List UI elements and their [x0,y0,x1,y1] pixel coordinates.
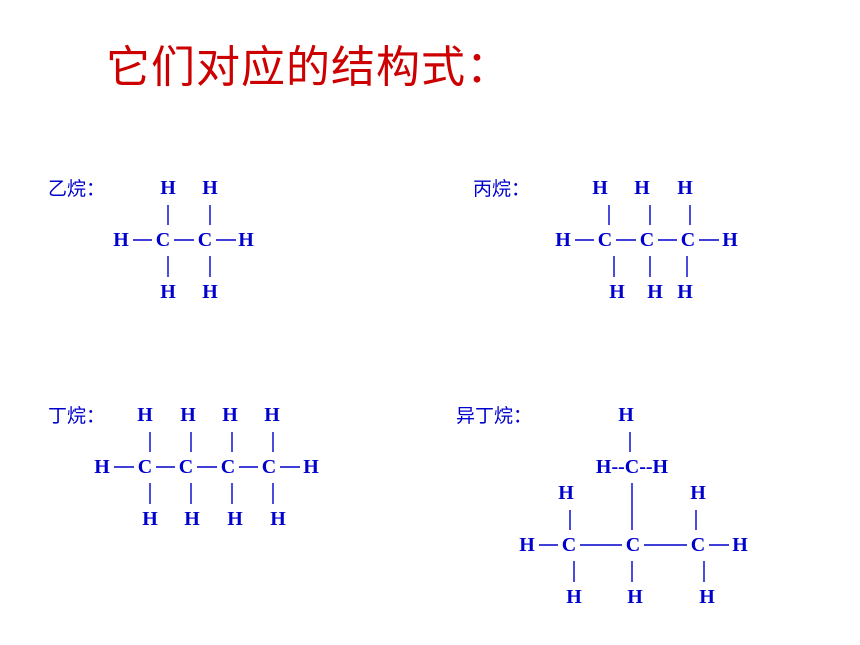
atom-hydrogen: H [94,456,110,478]
atom-hydrogen: H [566,586,582,608]
atom-hydrogen: H [184,508,200,530]
ethane-label: 乙烷： [48,178,106,200]
atom-carbon: C [691,534,705,556]
propane-label: 丙烷： [473,178,531,200]
atom-hydrogen: H [222,404,238,426]
atom-hydrogen: H [732,534,748,556]
atom-hydrogen: H [618,404,634,426]
atom-hydrogen: H [142,508,158,530]
atom-hydrogen: H [677,177,693,199]
atom-hydrogen: H [202,177,218,199]
atom-hydrogen: H [722,229,738,251]
atom-carbon: C [198,229,212,251]
atom-hydrogen: H [303,456,319,478]
atom-hydrogen: H [270,508,286,530]
atom-hydrogen: H [690,482,706,504]
atom-group: H--C--H [596,456,669,478]
atom-hydrogen: H [592,177,608,199]
butane-label: 丁烷： [48,405,106,427]
atom-hydrogen: H [647,281,663,303]
page-title: 它们对应的结构式： [106,42,511,93]
atom-carbon: C [262,456,276,478]
atom-carbon: C [681,229,695,251]
isobutane-structure: H H--C--H H H H C C C H H H H [519,404,748,608]
atom-carbon: C [640,229,654,251]
atom-hydrogen: H [677,281,693,303]
atom-hydrogen: H [227,508,243,530]
atom-carbon: C [562,534,576,556]
atom-carbon: C [626,534,640,556]
atom-hydrogen: H [699,586,715,608]
atom-hydrogen: H [137,404,153,426]
atom-hydrogen: H [160,177,176,199]
atom-hydrogen: H [238,229,254,251]
atom-carbon: C [179,456,193,478]
atom-hydrogen: H [113,229,129,251]
atom-hydrogen: H [160,281,176,303]
atom-hydrogen: H [609,281,625,303]
atom-carbon: C [598,229,612,251]
atom-hydrogen: H [202,281,218,303]
atom-hydrogen: H [180,404,196,426]
atom-hydrogen: H [558,482,574,504]
atom-carbon: C [221,456,235,478]
atom-hydrogen: H [555,229,571,251]
atom-carbon: C [156,229,170,251]
atom-hydrogen: H [634,177,650,199]
atom-hydrogen: H [627,586,643,608]
ethane-structure: H H H C C H H H [113,177,254,303]
atom-carbon: C [138,456,152,478]
isobutane-label: 异丁烷： [456,405,533,427]
butane-structure: H H H H H C C C C H H H H H [94,404,319,530]
atom-hydrogen: H [264,404,280,426]
atom-hydrogen: H [519,534,535,556]
